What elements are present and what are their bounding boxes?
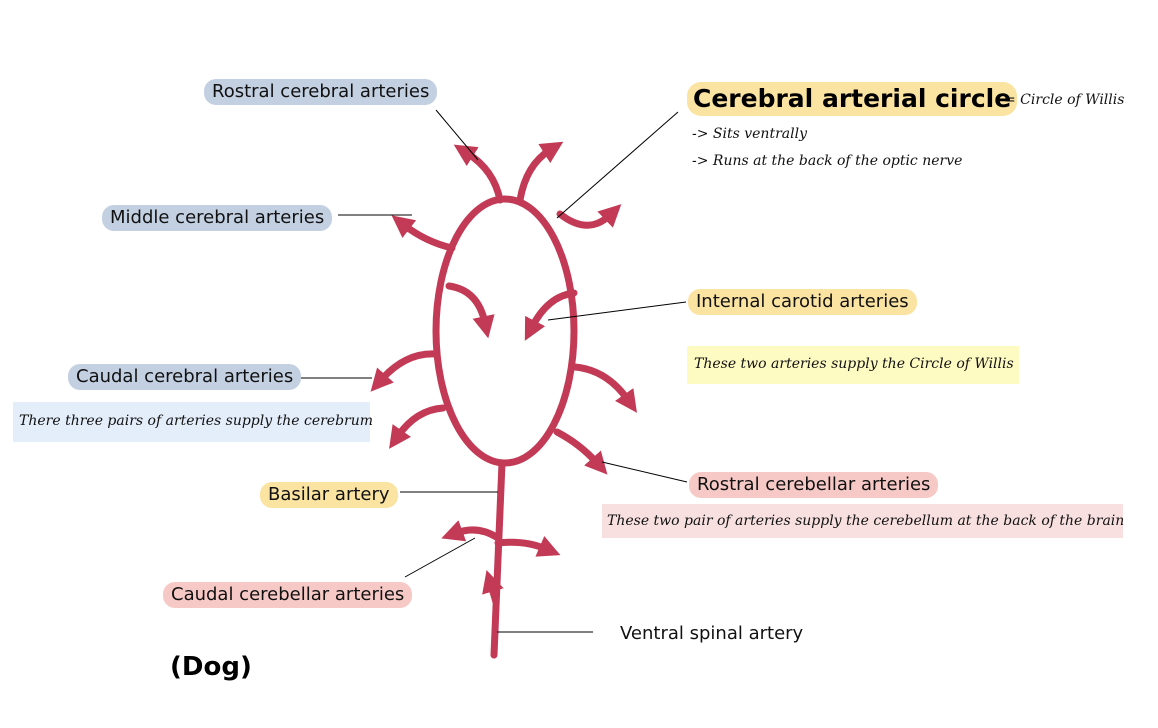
arteries <box>370 141 637 659</box>
leader-lines <box>300 109 688 633</box>
note-cerebellum-bg <box>602 504 1123 538</box>
lower-cerebral-left <box>389 404 447 449</box>
caudal-cerebral-left <box>370 350 440 392</box>
leader-internal-carotid <box>547 301 687 321</box>
title-alt-name: = Circle of Willis <box>1004 92 1125 108</box>
note-circle-bg <box>687 346 1019 384</box>
rostral-cerebral-left <box>453 144 504 204</box>
note-circle: These two arteries supply the Circle of … <box>694 356 1014 372</box>
middle-cerebral-left <box>391 215 456 252</box>
title-note-optic: -> Runs at the back of the optic nerve <box>692 153 963 169</box>
internal-carotid-left <box>445 282 495 339</box>
note-cerebrum: There three pairs of arteries supply the… <box>19 413 374 429</box>
note-cerebellum: These two pair of arteries supply the ce… <box>607 513 1125 529</box>
ventral-spinal-trunk <box>490 459 506 659</box>
leader-rostral-cerebellar <box>601 461 688 483</box>
note-cerebrum-bg <box>13 402 370 442</box>
label-ventral-spinal: Ventral spinal artery <box>620 623 804 644</box>
species-label: (Dog) <box>170 652 252 682</box>
leader-caudal-cerebellar <box>404 537 476 578</box>
rostral-cerebral-right <box>516 141 564 204</box>
rostral-cerebellar-right <box>553 428 608 475</box>
label-internal-carotid: Internal carotid arteries <box>688 289 917 315</box>
middle-cerebral-right <box>556 204 622 229</box>
label-caudal-cerebral: Caudal cerebral arteries <box>68 364 302 390</box>
internal-carotid-right <box>524 289 578 341</box>
label-middle-cerebral: Middle cerebral arteries <box>102 205 333 231</box>
caudal-cerebral-right <box>571 363 637 413</box>
title-note-ventral: -> Sits ventrally <box>692 126 807 142</box>
caudal-cerebellar-right <box>494 536 561 557</box>
caudal-cerebellar-left <box>441 520 502 542</box>
label-basilar: Basilar artery <box>260 482 398 508</box>
leader-cerebral-circle <box>556 111 679 219</box>
diagram-title: Cerebral arterial circle <box>687 82 1018 116</box>
label-rostral-cerebellar: Rostral cerebellar arteries <box>689 472 939 498</box>
leader-rostral-cerebral <box>435 109 479 161</box>
circle-of-willis <box>432 195 578 467</box>
label-rostral-cerebral: Rostral cerebral arteries <box>204 79 438 105</box>
spinal-branch <box>482 569 504 606</box>
label-caudal-cerebellar: Caudal cerebellar arteries <box>163 582 413 608</box>
